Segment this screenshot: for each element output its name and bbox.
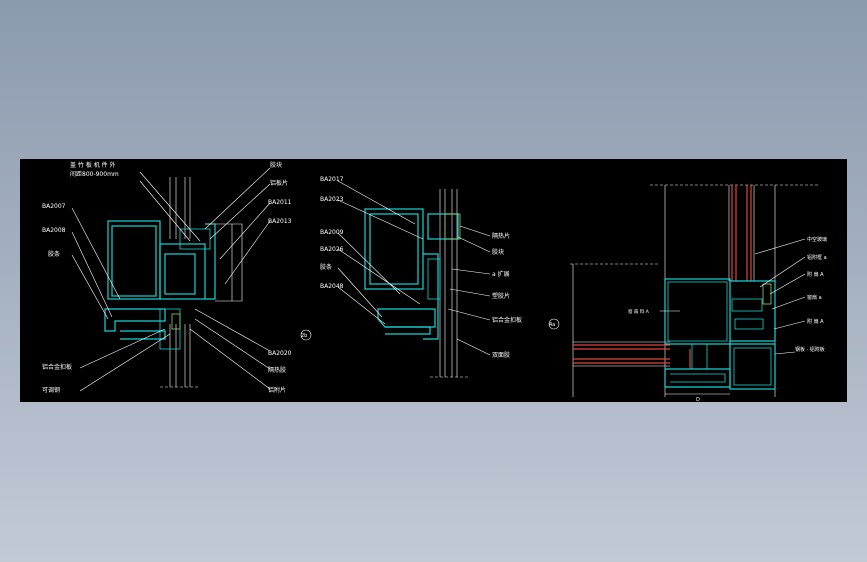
detail-c-left-note: 窗 扇 料 A bbox=[628, 308, 650, 315]
detail-b-section-mark-circle bbox=[300, 329, 312, 341]
detail-b-label-ba2048: BA2048 bbox=[320, 283, 344, 290]
detail-a-top-note-2: 间距800-900mm bbox=[70, 170, 119, 178]
detail-a: 盖 竹 板 机 件 外 间距800-900mm BA2007 BA2008 胶条… bbox=[42, 161, 292, 394]
detail-b-label-plastic: 塑胶片 bbox=[492, 292, 510, 300]
detail-a-label-ba2008: BA2008 bbox=[42, 227, 66, 234]
detail-c-dim-label: D bbox=[696, 397, 700, 402]
detail-a-label-gasket: 胶条 bbox=[48, 250, 60, 258]
detail-a-label-steel: 可调钢 bbox=[42, 386, 60, 394]
detail-c-label-sub-frame: 铝附框 a bbox=[807, 254, 827, 261]
detail-c: 4a D bbox=[548, 184, 827, 402]
detail-c-section-mark-circle bbox=[548, 318, 560, 330]
detail-a-label-block: 胶块 bbox=[270, 161, 282, 169]
cad-drawing-viewport[interactable]: 盖 竹 板 机 件 外 间距800-900mm BA2007 BA2008 胶条… bbox=[20, 159, 847, 402]
detail-b-label-ba2017: BA2017 bbox=[320, 176, 344, 183]
detail-a-label-ba2020: BA2020 bbox=[268, 350, 292, 357]
detail-b-label-extension: a 扩展 bbox=[492, 270, 510, 278]
detail-a-top-note-1: 盖 竹 板 机 件 外 bbox=[70, 161, 116, 169]
detail-b: 2b BA2017 BA2023 BA2009 bbox=[300, 176, 522, 378]
detail-a-label-ba2011: BA2011 bbox=[268, 199, 292, 206]
cad-drawing: 盖 竹 板 机 件 外 间距800-900mm BA2007 BA2008 胶条… bbox=[42, 161, 827, 402]
detail-b-label-cover: 铝合金扣板 bbox=[492, 316, 522, 324]
detail-c-label-insulated-glass: 中空玻璃 bbox=[807, 236, 827, 243]
detail-b-label-gasket: 胶条 bbox=[320, 263, 332, 271]
detail-a-label-attach: 铝附片 bbox=[268, 386, 286, 394]
detail-c-label-steel-plate: 钢板 · 铝附板 bbox=[795, 346, 825, 353]
detail-b-label-ba2009: BA2009 bbox=[320, 229, 344, 236]
detail-a-label-ba2013: BA2013 bbox=[268, 218, 292, 225]
detail-c-label-attach-b: 附 扇 A bbox=[807, 318, 824, 325]
detail-b-label-block: 胶块 bbox=[492, 248, 504, 256]
detail-b-label-tape: 双面胶 bbox=[492, 351, 510, 359]
detail-a-label-insulation: 隔热胶 bbox=[268, 366, 286, 374]
detail-c-section-mark: 4a bbox=[549, 322, 555, 328]
detail-a-label-cover: 铝合金扣板 bbox=[42, 363, 72, 371]
detail-c-label-attach-a: 附 扇 A bbox=[807, 271, 824, 278]
detail-c-label-sash: 窗扇 a bbox=[807, 294, 822, 301]
detail-b-label-ba2023: BA2023 bbox=[320, 196, 344, 203]
detail-a-label-plate: 铝板片 bbox=[270, 179, 288, 187]
detail-a-label-ba2007: BA2007 bbox=[42, 203, 66, 210]
detail-b-label-ba2026: BA2026 bbox=[320, 246, 344, 253]
detail-b-label-insulating-strip: 隔热片 bbox=[492, 232, 510, 240]
detail-b-section-mark: 2b bbox=[301, 333, 307, 339]
